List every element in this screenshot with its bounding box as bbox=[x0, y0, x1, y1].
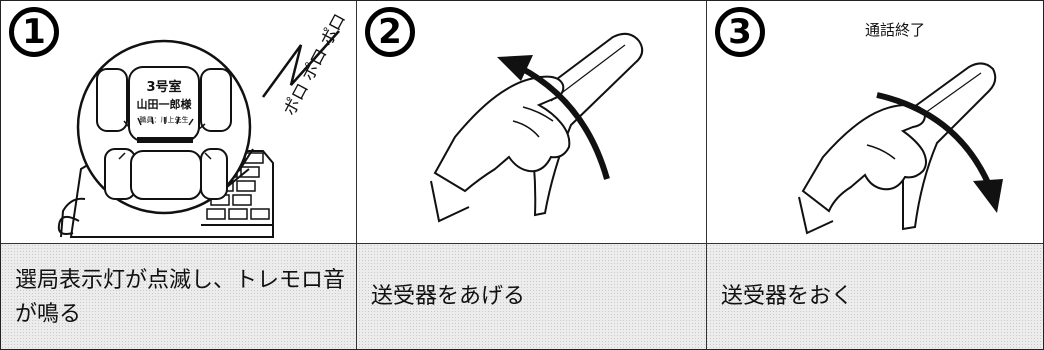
intercom-panel-drawing: 3号室 山田一郎様 職員：川上先生 ポロ ポロ ポロ bbox=[57, 10, 351, 238]
display-sub: 職員：川上先生 bbox=[140, 115, 189, 124]
step-2-caption: 送受器をあげる bbox=[371, 284, 526, 309]
caption-row: 選局表示灯が点滅し、トレモロ音が鳴る 送受器をあげる 送受器をおく bbox=[1, 244, 1043, 349]
step-3-illustration: 3 通話終了 bbox=[707, 1, 1043, 243]
step-2-caption-cell: 送受器をあげる bbox=[357, 244, 707, 349]
step-1-caption: 選局表示灯が点滅し、トレモロ音が鳴る bbox=[15, 268, 346, 327]
step-1-caption-cell: 選局表示灯が点滅し、トレモロ音が鳴る bbox=[1, 244, 357, 349]
step-1-illustration: 3号室 山田一郎様 職員：川上先生 ポロ ポロ ポロ 1 bbox=[1, 1, 357, 243]
display-room: 3号室 bbox=[146, 79, 181, 95]
hang-up-handset-drawing bbox=[798, 62, 1003, 235]
step-3-caption-cell: 送受器をおく bbox=[707, 244, 1043, 349]
step-2-illustration: 2 bbox=[357, 1, 707, 243]
step-2-number: 2 bbox=[365, 7, 415, 57]
illustration-row: 3号室 山田一郎様 職員：川上先生 ポロ ポロ ポロ 1 bbox=[1, 1, 1043, 244]
step-3-caption: 送受器をおく bbox=[721, 284, 854, 309]
lift-handset-drawing bbox=[430, 32, 644, 223]
step-3-number: 3 bbox=[715, 7, 765, 57]
call-end-label: 通話終了 bbox=[865, 21, 926, 39]
trill-sound-text: ポロ ポロ ポロ bbox=[280, 10, 351, 119]
step-1-number: 1 bbox=[9, 7, 59, 57]
display-name: 山田一郎様 bbox=[137, 97, 193, 111]
